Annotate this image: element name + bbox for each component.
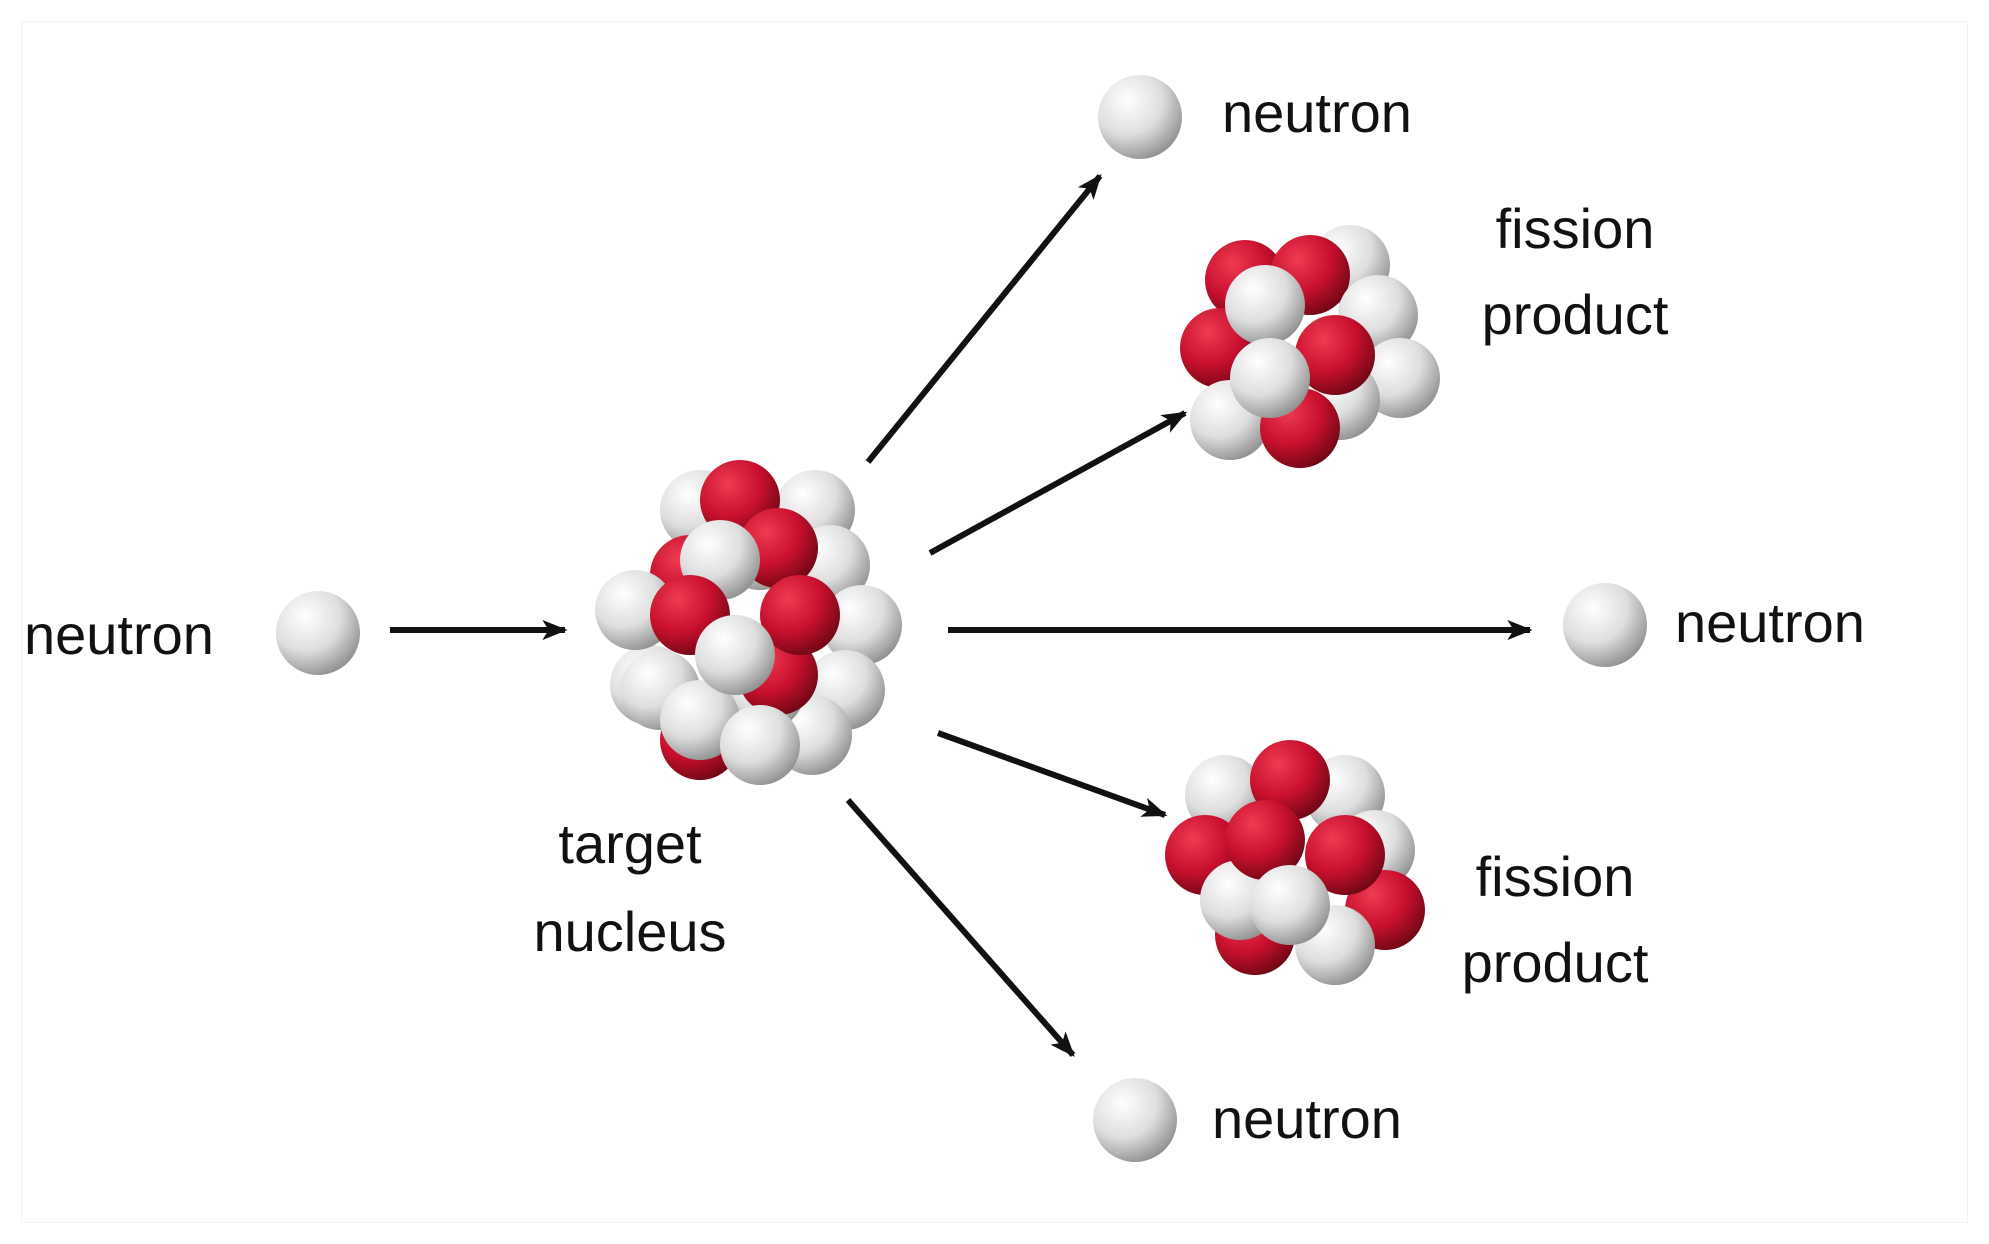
- fission-product-top: [1180, 225, 1440, 468]
- neutron-sphere-11: [1230, 338, 1310, 418]
- neutron-bottom-sphere: [1093, 1078, 1177, 1162]
- target-nucleus-label-line1: target: [558, 812, 702, 875]
- proton-sphere-9: [1295, 315, 1375, 395]
- proton-sphere-2: [1250, 740, 1330, 820]
- arrow-to-neutron-top: [865, 174, 1103, 464]
- fission-product-bottom: [1165, 740, 1425, 985]
- neutron-sphere-20: [695, 615, 775, 695]
- fission-product-bottom-label: fission product: [1420, 838, 1690, 1002]
- neutron-sphere-11: [1250, 865, 1330, 945]
- fission-product-top-label: fission product: [1440, 190, 1710, 354]
- neutron-incoming-sphere: [276, 591, 360, 675]
- neutron-sphere-16: [660, 680, 740, 760]
- proton-sphere-19: [760, 575, 840, 655]
- fission-top-label-line1: fission: [1495, 197, 1655, 260]
- neutron-right-sphere: [1563, 583, 1647, 667]
- target-nucleus-label-line2: nucleus: [533, 900, 727, 963]
- neutron-top-sphere: [1098, 75, 1182, 159]
- neutron-sphere-21: [720, 705, 800, 785]
- neutron-sphere-5: [1360, 338, 1440, 418]
- proton-sphere-10: [1225, 800, 1305, 880]
- target-nucleus-label: target nucleus: [480, 805, 780, 971]
- proton-sphere-9: [1305, 815, 1385, 895]
- arrow-to-fission-bottom: [936, 730, 1168, 818]
- arrow-to-neutron-bottom: [845, 798, 1076, 1057]
- neutron-sphere-3: [822, 585, 902, 665]
- neutron-sphere-10: [1225, 265, 1305, 345]
- fission-bottom-label-line2: product: [1461, 931, 1649, 994]
- fission-top-label-line2: product: [1481, 283, 1669, 346]
- neutron-top-label: neutron: [1222, 81, 1412, 144]
- target-nucleus: [595, 460, 902, 785]
- neutron-bottom-label: neutron: [1212, 1087, 1402, 1150]
- fission-bottom-label-line1: fission: [1475, 845, 1635, 908]
- neutron-incoming-label: neutron: [24, 603, 214, 666]
- neutron-right-label: neutron: [1675, 591, 1865, 654]
- arrow-to-fission-top: [928, 410, 1188, 556]
